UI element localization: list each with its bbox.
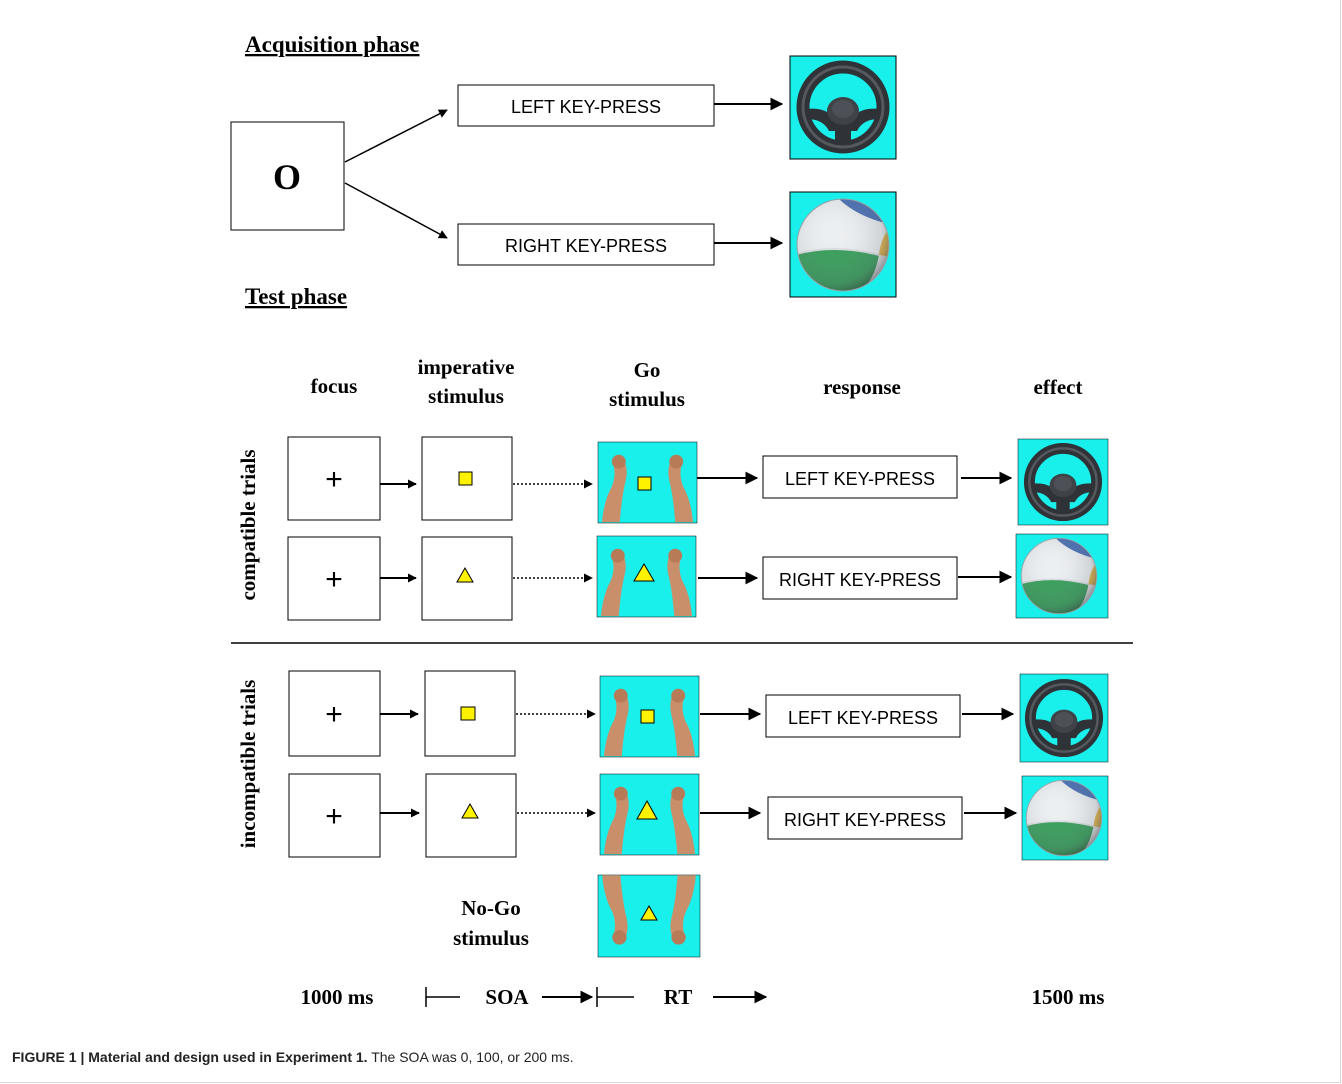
steering-wheel-icon [1017,438,1109,526]
rt-label: RT [664,985,692,1009]
effect-duration: 1500 ms [1032,985,1105,1009]
soa-timeline: SOA RT [425,985,768,1009]
response-box [767,796,963,840]
response-box [762,455,958,499]
trial-row-1: + LEFT KEY-PRESS [287,436,1109,526]
square-stimulus [460,706,476,721]
fixation-cross: + [325,800,343,833]
col-focus: focus [311,374,358,398]
response-box [765,694,961,738]
acquisition-stimulus-box [230,121,345,231]
response-label: RIGHT KEY-PRESS [784,810,946,830]
acq-left-response-box [457,84,715,127]
response-box [762,556,958,600]
figure-caption: FIGURE 1 | Material and design used in E… [12,1049,574,1065]
caption-label: FIGURE 1 | Material and design used in E… [12,1049,368,1065]
acq-right-response-label: RIGHT KEY-PRESS [505,236,667,256]
acq-right-response-box [457,223,715,266]
beach-ball-icon [1015,533,1109,619]
square-stimulus [458,471,473,486]
trial-row-2: + RIGHT KEY-PRESS [287,533,1109,621]
focus-box [288,773,381,858]
acquisition-stimulus: O [273,157,301,197]
steering-wheel-icon [1019,673,1109,763]
compatible-trials-label: compatible trials [236,449,260,600]
col-imperative-1: imperative [418,355,515,379]
focus-box [287,536,381,621]
soa-label: SOA [485,985,529,1009]
test-title: Test phase [245,284,347,309]
incompatible-trials-label: incompatible trials [236,680,260,849]
col-imperative-2: stimulus [428,384,504,408]
go-stimulus-image [596,535,697,618]
arrow-to-right-response [344,182,448,239]
beach-ball-icon [789,191,897,298]
go-stimulus-image [599,675,700,758]
nogo-label-2: stimulus [453,926,529,950]
col-go-2: stimulus [609,387,685,411]
acq-left-response-label: LEFT KEY-PRESS [511,97,661,117]
response-label: LEFT KEY-PRESS [785,469,935,489]
col-go-1: Go [634,358,661,382]
trial-row-3: + LEFT KEY-PRESS [288,670,1109,763]
arrow-to-left-response [344,109,448,163]
acquisition-title: Acquisition phase [245,32,419,57]
focus-box [287,436,381,521]
response-label: RIGHT KEY-PRESS [779,570,941,590]
fixation-cross: + [325,463,343,496]
focus-duration: 1000 ms [301,985,374,1009]
beach-ball-icon [1021,775,1109,861]
triangle-stimulus [461,802,479,819]
col-response: response [823,375,901,399]
fixation-cross: + [325,563,343,596]
steering-wheel-icon [789,55,897,160]
go-stimulus-image [597,441,698,524]
nogo-stimulus-image [597,874,701,958]
nogo-label-1: No-Go [461,896,521,920]
fixation-cross: + [325,698,343,731]
trial-row-4: + RIGHT KEY-PRESS [288,773,1109,861]
caption-text: The SOA was 0, 100, or 200 ms. [367,1049,574,1065]
response-label: LEFT KEY-PRESS [788,708,938,728]
col-effect: effect [1034,375,1083,399]
triangle-stimulus [456,566,474,583]
go-stimulus-image [599,773,700,856]
